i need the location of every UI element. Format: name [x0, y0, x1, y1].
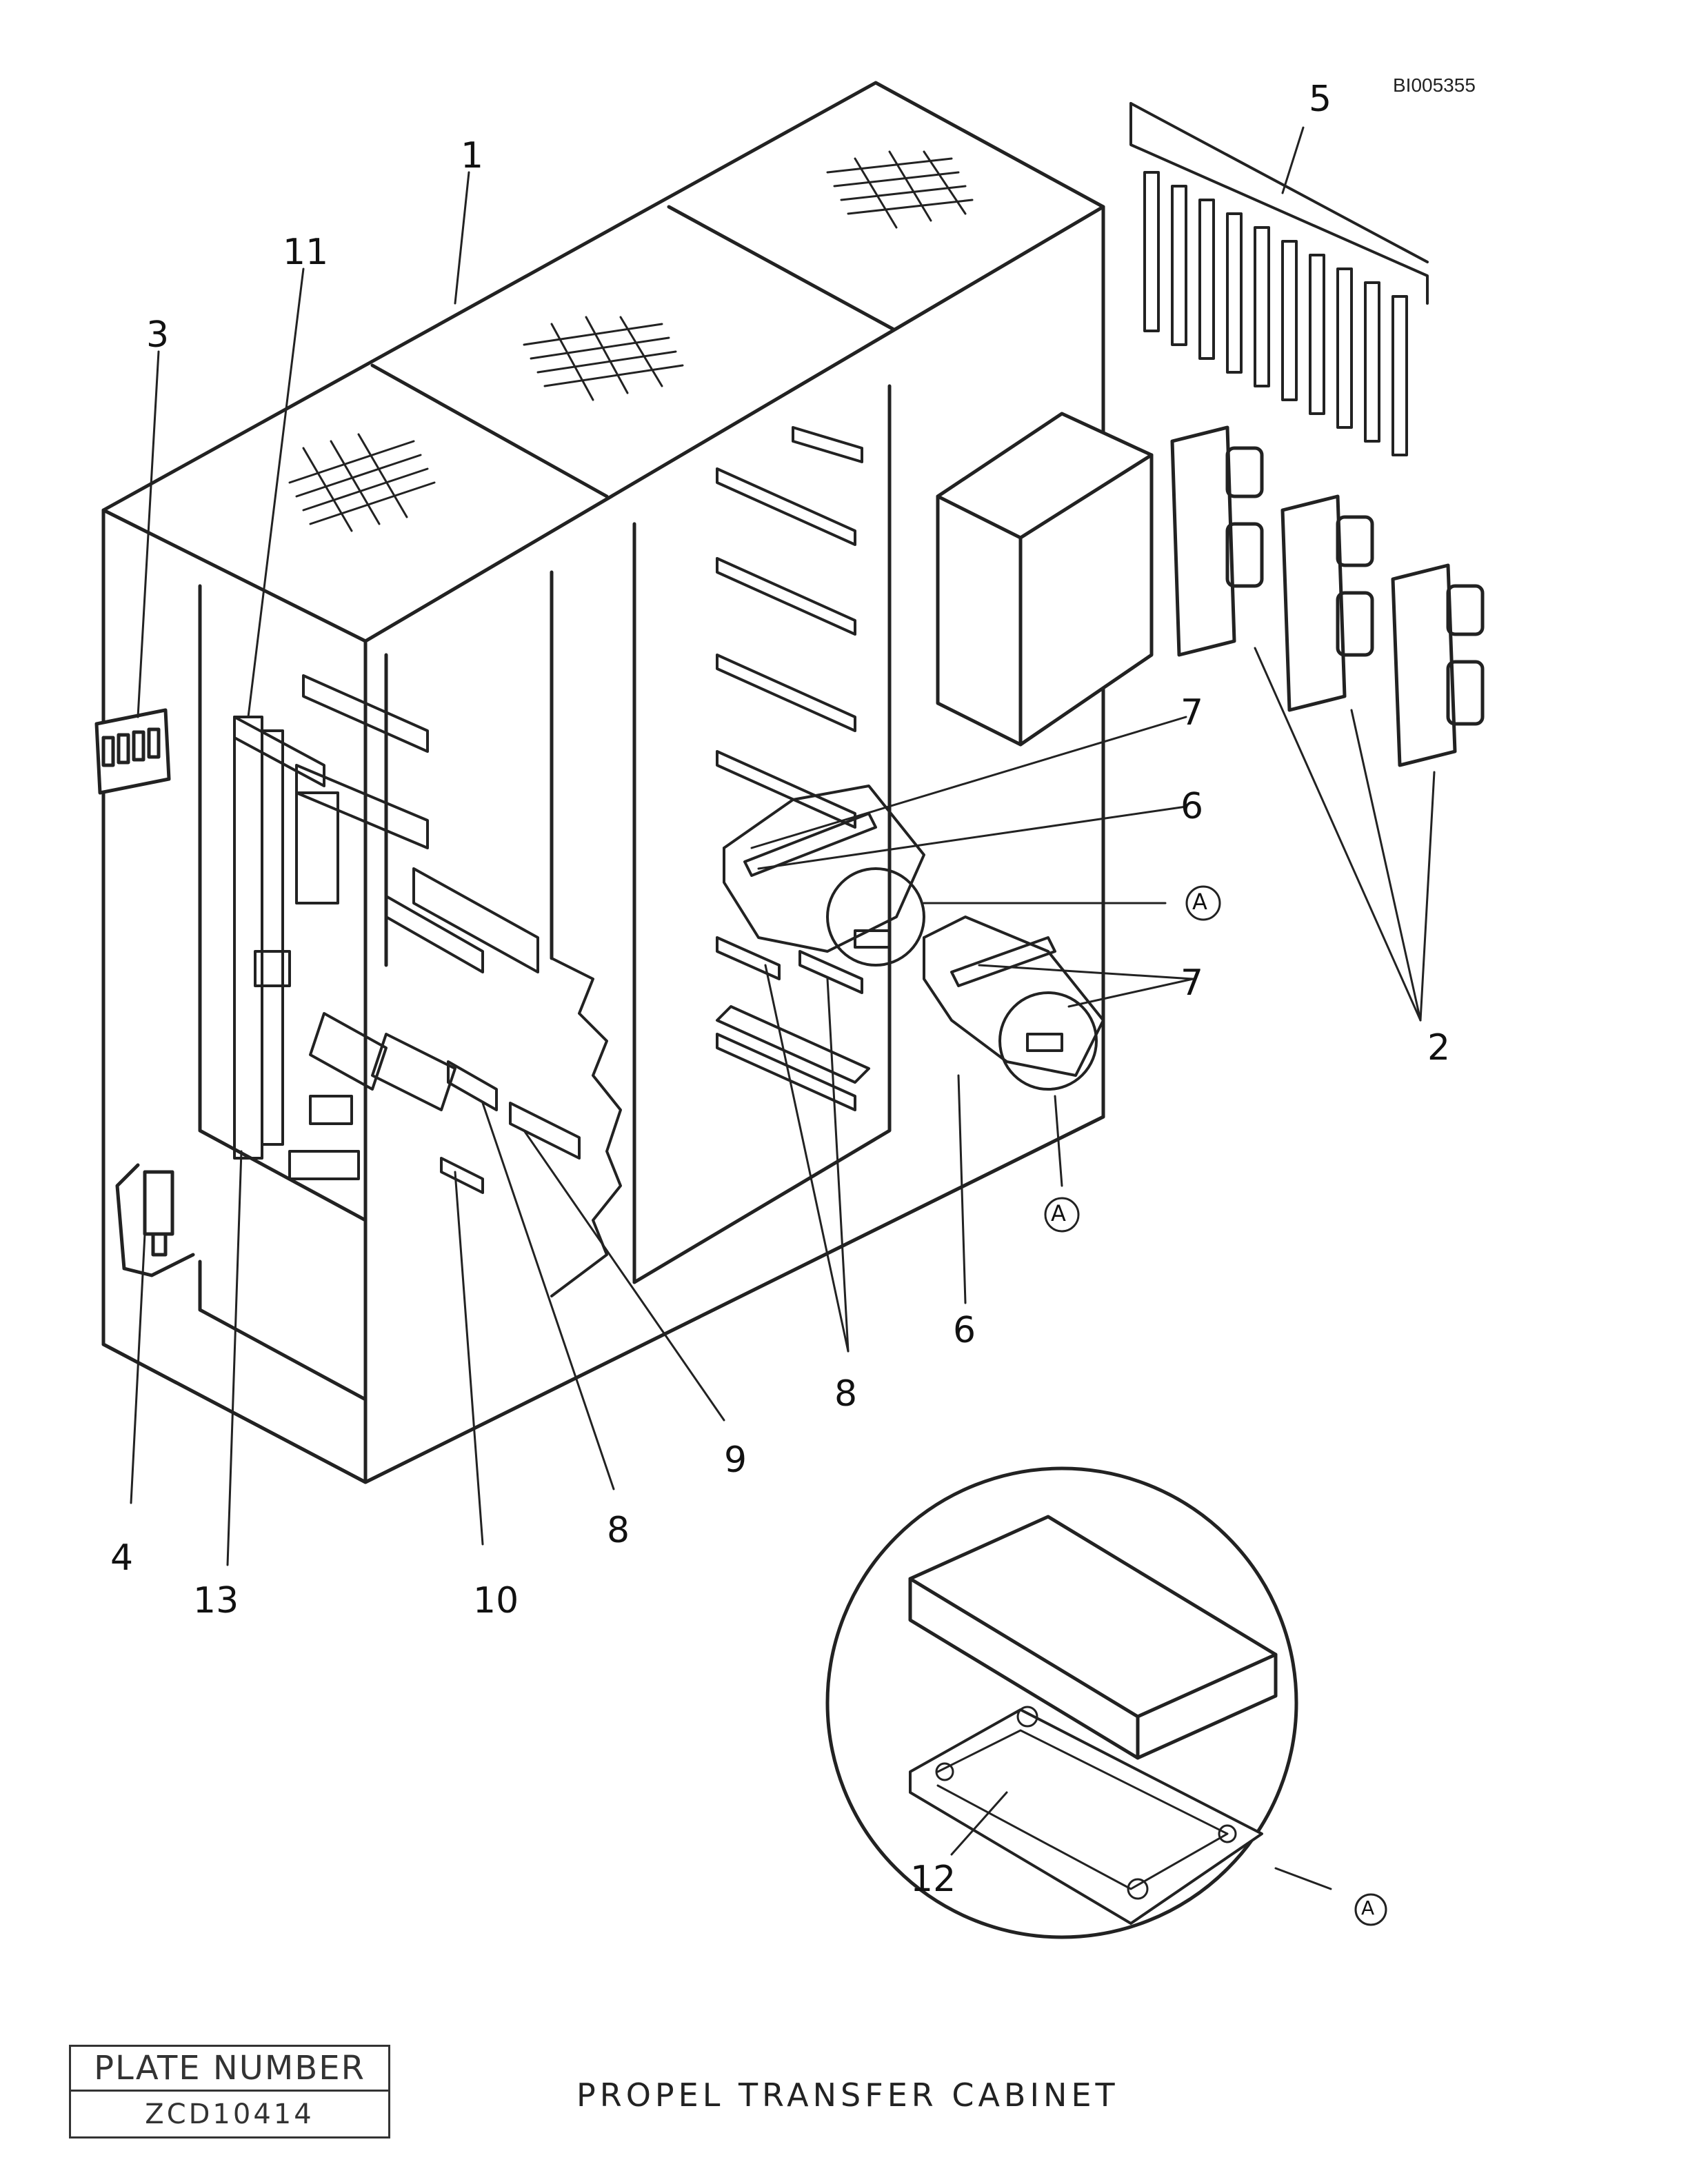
resistor-rods	[1129, 102, 1429, 456]
mounting-plate-lower	[923, 916, 1105, 1091]
callout-2: 2	[1427, 1027, 1451, 1069]
vent-grille-center	[523, 316, 684, 401]
callout-6-lower: 6	[953, 1310, 976, 1351]
fuse-holder	[115, 1163, 195, 1277]
plate-title: PLATE NUMBER	[71, 2047, 388, 2092]
callout-13: 13	[193, 1580, 239, 1621]
vent-grille-right	[826, 150, 974, 229]
callout-6-upper: 6	[1180, 786, 1204, 827]
callout-8-right: 8	[834, 1373, 858, 1415]
contactor-2	[1280, 494, 1374, 712]
enclosure-box	[936, 412, 1154, 747]
leader-lines	[130, 126, 1436, 1566]
callout-7-upper: 7	[1180, 692, 1204, 734]
callout-4: 4	[110, 1537, 134, 1579]
callout-7-lower: 7	[1180, 962, 1204, 1004]
contactor-1	[1170, 425, 1264, 657]
callout-10: 10	[473, 1580, 519, 1621]
contactor-3	[1391, 563, 1485, 767]
plate-number-box: PLATE NUMBER ZCD10414	[69, 2045, 390, 2138]
vent-grille-left	[288, 433, 436, 532]
callout-5: 5	[1309, 79, 1332, 120]
mounting-plate-upper	[723, 785, 925, 967]
diagram-caption: PROPEL TRANSFER CABINET	[576, 2076, 1119, 2114]
terminal-strip	[94, 708, 171, 795]
circle-a-badge-3	[1354, 1893, 1387, 1926]
link-bars	[716, 936, 863, 994]
callout-11: 11	[283, 232, 329, 273]
detail-view-a	[825, 1466, 1332, 1939]
circle-a-badge-2	[1044, 1197, 1080, 1233]
document-id: BI005355	[1393, 74, 1476, 96]
circle-a-badge-1	[1185, 885, 1221, 921]
shelf-brackets	[716, 426, 870, 1111]
cabinet-body	[101, 81, 1105, 1484]
cutaway-edge	[550, 957, 622, 1297]
callout-12: 12	[910, 1859, 956, 1900]
circle-a-label-1: A	[1192, 889, 1207, 915]
callout-8-left: 8	[607, 1510, 630, 1551]
plate-number: ZCD10414	[145, 2099, 314, 2130]
callout-3: 3	[146, 314, 170, 356]
callout-1: 1	[461, 135, 484, 176]
callout-9: 9	[724, 1439, 747, 1481]
circle-a-label-3: A	[1361, 1897, 1375, 1919]
circle-a-label-2: A	[1051, 1200, 1066, 1226]
